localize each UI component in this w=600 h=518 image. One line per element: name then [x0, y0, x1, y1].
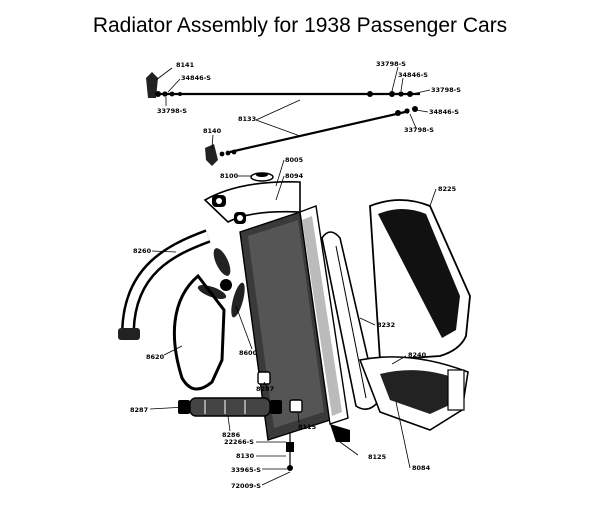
lower-hose — [178, 397, 282, 417]
label-8260: 8260 — [133, 247, 152, 255]
label-8115: 8115 — [298, 423, 317, 431]
label-8125: 8125 — [368, 453, 387, 461]
label-72009-s: 72009-S — [231, 482, 261, 490]
label-8225: 8225 — [438, 185, 457, 193]
label-8287-upper: 8287 — [256, 385, 274, 393]
label-8005: 8005 — [285, 156, 304, 164]
grille-shell — [369, 199, 471, 361]
label-8140: 8140 — [203, 127, 222, 135]
label-34846-s-top-right: 34846-S — [398, 71, 428, 79]
label-22266-s: 22266-S — [224, 438, 254, 446]
label-8600: 8600 — [239, 349, 258, 357]
bottom-bracket — [330, 424, 350, 442]
label-8240: 8240 — [408, 351, 427, 359]
leader-lines — [149, 66, 437, 486]
fan-belt — [172, 273, 226, 391]
label-8094: 8094 — [285, 172, 304, 180]
radiator-cap — [250, 172, 274, 182]
label-8141: 8141 — [176, 61, 195, 69]
label-8286: 8286 — [222, 431, 241, 439]
hose-clamps — [257, 371, 303, 413]
label-33798-s-lower-right: 33798-S — [404, 126, 434, 134]
label-8620: 8620 — [146, 353, 165, 361]
label-8287-left: 8287 — [130, 406, 148, 414]
label-8133: 8133 — [238, 115, 256, 123]
label-33965-s: 33965-S — [231, 466, 261, 474]
diagram-title: Radiator Assembly for 1938 Passenger Car… — [92, 14, 508, 37]
hood-support-rod-upper — [146, 72, 420, 98]
label-34846-s-left: 34846-S — [181, 74, 211, 82]
lower-grille-pan — [358, 356, 469, 431]
drain-cock — [286, 432, 294, 471]
label-8084: 8084 — [412, 464, 431, 472]
label-33798-s-right: 33798-S — [431, 86, 461, 94]
hood-support-rod-lower — [205, 106, 418, 166]
label-8100: 8100 — [220, 172, 239, 180]
label-8232: 8232 — [377, 321, 395, 329]
label-34846-s-lower-right: 34846-S — [429, 108, 459, 116]
label-8130: 8130 — [236, 452, 255, 460]
upper-hose — [118, 229, 211, 340]
label-33798-s-top-right: 33798-S — [376, 60, 406, 68]
label-33798-s-left: 33798-S — [157, 107, 187, 115]
